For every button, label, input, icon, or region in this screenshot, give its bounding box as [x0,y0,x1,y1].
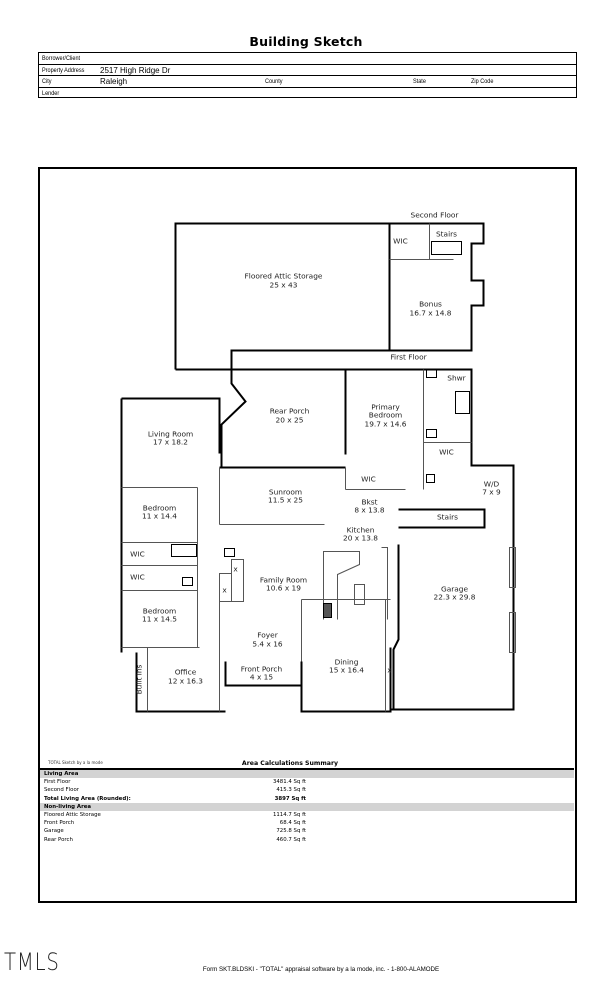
city-label: City [42,78,52,85]
borrower-label: Borrower/Client [42,55,81,62]
property-info-table: Borrower/Client Property Address 2517 Hi… [38,52,577,98]
address-row: Property Address 2517 High Ridge Dr [39,65,576,76]
room-living-size: 17 x 18.2 [153,438,188,447]
floor-plan: Second Floor First Floor Floored Attic S… [120,211,516,713]
primary-outline [346,368,515,711]
room-attic-size: 25 x 43 [270,281,298,290]
room-wic-b: WIC [130,573,145,582]
nonliving-area-header: Non-living Area [40,802,574,811]
room-primary-name2: Bedroom [369,411,402,420]
front-porch-outline [224,661,303,687]
form-footer: Form SKT.BLDSKI - "TOTAL" appraisal soft… [202,966,440,973]
room-bedroom1-size: 11 x 14.4 [142,512,177,521]
room-wic-a: WIC [130,550,145,559]
area-summary-title: Area Calculations Summary [241,760,339,767]
room-primary-name: Primary [371,403,400,412]
address-label: Property Address [42,66,85,74]
state-label: State [413,78,426,85]
room-dining-size: 15 x 16.4 [329,666,364,675]
room-shwr: Shwr [447,374,466,383]
summary-row-front-porch: Front Porch 68.4 Sq ft [44,820,306,827]
room-primary-size: 19.7 x 14.6 [365,420,407,429]
room-stairs-lower: Stairs [437,513,458,522]
summary-row-rear-porch: Rear Porch 460.7 Sq ft [44,836,306,843]
room-dining-name: Dining [335,658,359,667]
summary-row-second-floor: Second Floor 415.3 Sq ft [44,787,306,794]
room-bonus-size: 16.7 x 14.8 [410,309,452,318]
second-floor-label: Second Floor [411,211,460,220]
summary-row-total: Total Living Area (Rounded): 3897 Sq ft [44,795,306,802]
room-wic-upper: WIC [393,237,408,246]
room-wd-name: W/D [484,480,500,489]
zip-label: Zip Code [471,78,494,85]
lender-row: Lender [39,88,576,100]
room-bkst-name: Bkst [361,498,377,507]
summary-row-attic: Floored Attic Storage 1114.7 Sq ft [44,811,306,818]
area-summary: Living Area First Floor 3481.4 Sq ft Sec… [40,768,574,844]
address-value: 2517 High Ridge Dr [100,65,171,75]
living-outline [121,397,221,454]
room-wd-size: 7 x 9 [482,488,501,497]
document-title: Building Sketch [249,34,363,49]
room-attic-name: Floored Attic Storage [245,272,323,281]
room-bonus-name: Bonus [419,300,442,309]
county-label: County [265,78,283,85]
room-bedroom2-name: Bedroom [143,607,176,616]
room-front-porch-name: Front Porch [241,665,283,674]
room-wic-primary: WIC [439,448,454,457]
room-bedroom2-size: 11 x 14.5 [142,615,177,624]
bonus-outline [389,222,485,352]
rear-porch-outline [220,369,247,468]
room-office-size: 12 x 16.3 [168,677,203,686]
room-kitchen-name: Kitchen [347,526,375,535]
living-area-header: Living Area [40,770,574,779]
lender-label: Lender [42,89,60,97]
room-built-ins: Built Ins [135,664,144,694]
room-rear-porch-size: 20 x 25 [276,416,304,425]
room-garage-size: 22.3 x 29.8 [434,593,476,602]
room-foyer-size: 5.4 x 16 [252,640,283,649]
room-bedroom1-name: Bedroom [143,504,176,513]
room-foyer-name: Foyer [257,631,278,640]
tmls-logo: TMLS [4,948,60,976]
marker-x-3: x [387,666,392,675]
summary-row-garage: Garage 725.8 Sq ft [44,828,306,835]
first-floor-label: First Floor [390,353,427,362]
room-family-size: 10.6 x 19 [266,584,301,593]
city-row: City Raleigh County State Zip Code [39,76,576,88]
attic-outline [174,222,391,371]
room-front-porch-size: 4 x 15 [250,673,273,682]
garage-inner-wall [392,544,400,710]
room-garage-name: Garage [441,585,469,594]
room-family-name: Family Room [260,576,307,585]
room-wic-mid: WIC [361,475,376,484]
borrower-row: Borrower/Client [39,53,576,65]
marker-x-1: x [233,565,238,574]
room-living-name: Living Room [148,430,193,439]
room-stairs-upper: Stairs [436,230,457,239]
room-kitchen-size: 20 x 13.8 [343,534,378,543]
room-sunroom-name: Sunroom [269,488,302,497]
room-rear-porch-name: Rear Porch [270,407,310,416]
room-office-name: Office [175,668,197,677]
sketch-frame: Second Floor First Floor Floored Attic S… [38,167,577,903]
room-sunroom-size: 11.5 x 25 [268,496,303,505]
sketch-credit: TOTAL Sketch by a la mode [48,760,103,765]
room-bkst-size: 8 x 13.8 [354,506,385,515]
marker-x-2: x [222,586,227,595]
city-value: Raleigh [100,77,128,86]
summary-row-first-floor: First Floor 3481.4 Sq ft [44,779,306,786]
